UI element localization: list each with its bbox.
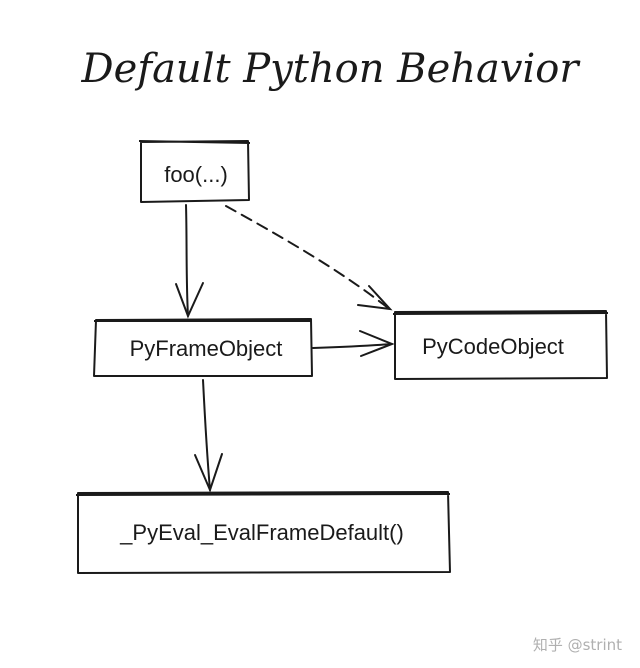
diagram-title: Default Python Behavior: [81, 46, 582, 92]
node-pyframeobject: PyFrameObject: [93, 318, 313, 377]
edge-pyframeobject-to-pycodeobject-arrowhead: [359, 330, 395, 357]
node-pyframeobject-box: [93, 318, 313, 377]
edge-pyframeobject-to-pyeval-arrowhead: [194, 453, 223, 493]
node-pycodeobject-label: PyCodeObject: [422, 334, 564, 359]
edge-foo-to-pycodeobject-arrowhead: [357, 285, 393, 311]
node-pyframeobject-label: PyFrameObject: [130, 336, 283, 361]
edge-foo-to-pycodeobject: [225, 205, 393, 311]
node-foo-label: foo(...): [164, 162, 228, 187]
node-pycodeobject-box: [392, 310, 609, 380]
edge-pyframeobject-to-pyeval: [194, 379, 223, 493]
watermark: 知乎 @strint: [533, 636, 622, 654]
edge-pyframeobject-to-pycodeobject: [312, 330, 395, 357]
node-foo: foo(...): [138, 140, 251, 203]
node-foo-box: [138, 140, 251, 203]
node-pyeval-box: [75, 491, 451, 574]
edge-foo-to-pyframeobject-line: [185, 204, 189, 317]
node-pycodeobject: PyCodeObject: [392, 310, 609, 380]
edge-pyframeobject-to-pyeval-line: [202, 379, 211, 491]
edge-pyframeobject-to-pycodeobject-line: [312, 343, 393, 349]
edge-foo-to-pycodeobject-line: [225, 205, 389, 309]
edge-foo-to-pyframeobject-arrowhead: [175, 282, 204, 319]
edge-foo-to-pyframeobject: [175, 204, 204, 319]
node-pyeval: _PyEval_EvalFrameDefault(): [75, 491, 451, 574]
node-pyeval-label: _PyEval_EvalFrameDefault(): [119, 520, 404, 545]
